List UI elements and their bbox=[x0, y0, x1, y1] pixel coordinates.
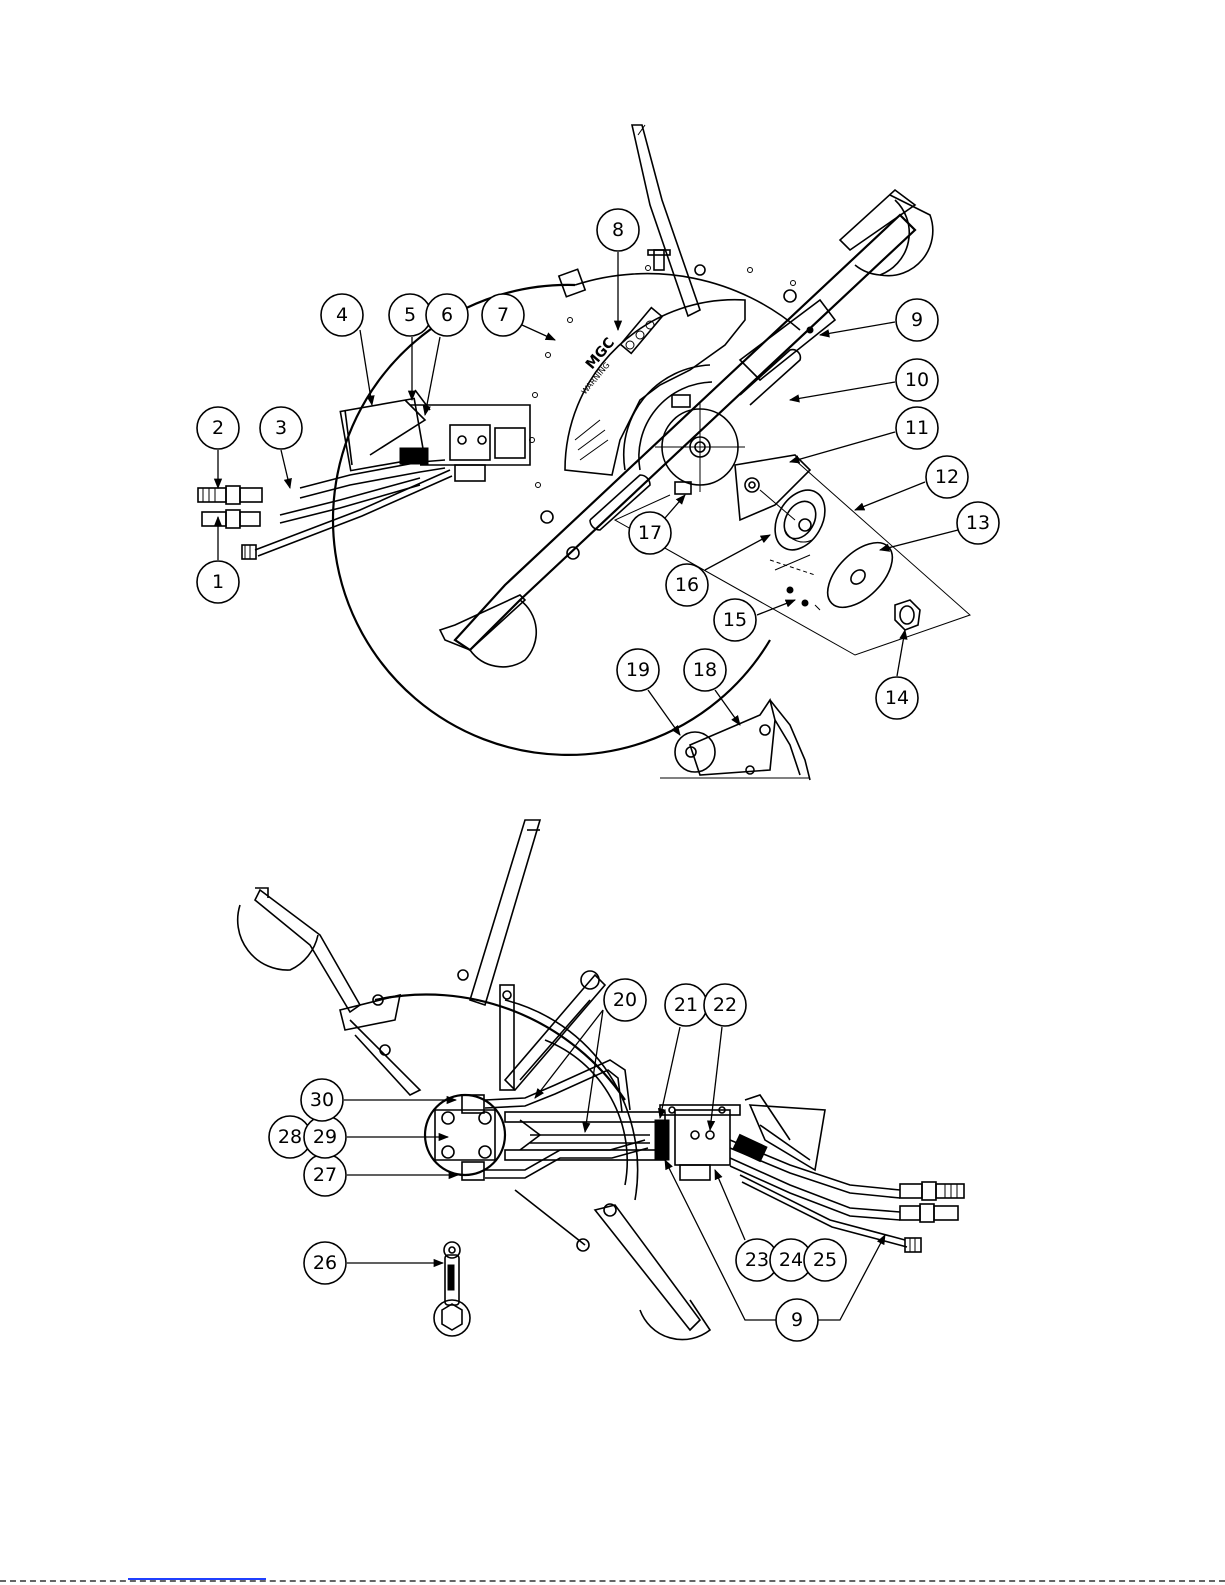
callout-number: 25 bbox=[813, 1249, 837, 1271]
callout-number: 2 bbox=[212, 417, 224, 439]
leader-line bbox=[897, 630, 905, 676]
leader-line bbox=[715, 1170, 745, 1240]
leader-line bbox=[705, 535, 770, 570]
callout-number: 4 bbox=[336, 304, 348, 326]
leader-line bbox=[880, 530, 958, 550]
callout-19: 19 bbox=[617, 649, 680, 735]
quick-couplers-lower bbox=[900, 1182, 964, 1252]
callout-4: 4 bbox=[321, 294, 372, 405]
callout-number: 5 bbox=[404, 304, 416, 326]
callout-number: 13 bbox=[966, 512, 990, 534]
callout-9: 9 bbox=[776, 1299, 818, 1341]
callout-number: 22 bbox=[713, 994, 737, 1016]
callout-14: 14 bbox=[876, 630, 918, 719]
callout-number: 26 bbox=[313, 1252, 337, 1274]
callout-number: 24 bbox=[779, 1249, 803, 1271]
callout-23: 23 bbox=[715, 1170, 778, 1281]
detail-wheel-bracket bbox=[660, 700, 810, 780]
callout-12: 12 bbox=[855, 456, 968, 510]
callout-11: 11 bbox=[790, 407, 938, 462]
callout-2: 2 bbox=[197, 407, 239, 488]
leader-line bbox=[790, 432, 895, 462]
callout-number: 10 bbox=[905, 369, 929, 391]
callout-9: 9 bbox=[820, 299, 938, 341]
callout-number: 11 bbox=[905, 417, 929, 439]
callout-number: 15 bbox=[723, 609, 747, 631]
leader-line bbox=[360, 330, 372, 405]
callout-6: 6 bbox=[425, 294, 468, 415]
quick-couplers-upper bbox=[198, 486, 262, 559]
callout-number: 18 bbox=[693, 659, 717, 681]
callout-number: 20 bbox=[613, 989, 637, 1011]
callout-number: 3 bbox=[275, 417, 287, 439]
callout-10: 10 bbox=[790, 359, 938, 401]
callout-26: 26 bbox=[304, 1242, 443, 1284]
callout-number: 16 bbox=[675, 574, 699, 596]
callout-13: 13 bbox=[880, 502, 999, 550]
callout-number: 30 bbox=[310, 1089, 334, 1111]
leader-line bbox=[665, 495, 685, 518]
leader-line bbox=[855, 482, 925, 510]
callout-number: 8 bbox=[612, 219, 624, 241]
callout-15: 15 bbox=[714, 599, 795, 641]
callout-17: 17 bbox=[629, 495, 685, 554]
callout-1: 1 bbox=[197, 517, 239, 603]
callout-number: 23 bbox=[745, 1249, 769, 1271]
callout-number: 1 bbox=[212, 571, 224, 593]
callout-number: 9 bbox=[791, 1309, 803, 1331]
upper-saw-assembly: MGC WARNING bbox=[198, 125, 970, 780]
footer-link-underline bbox=[128, 1578, 266, 1580]
callout-number: 12 bbox=[935, 466, 959, 488]
callout-21: 21 bbox=[660, 984, 707, 1118]
callout-number: 19 bbox=[626, 659, 650, 681]
callout-number: 9 bbox=[911, 309, 923, 331]
callout-25: 25 bbox=[804, 1239, 846, 1281]
callout-16: 16 bbox=[666, 535, 770, 606]
leader-line bbox=[790, 382, 895, 400]
leader-line bbox=[715, 690, 740, 725]
blade-wrench bbox=[434, 1242, 470, 1336]
callout-number: 29 bbox=[313, 1126, 337, 1148]
callout-number: 17 bbox=[638, 522, 662, 544]
callout-18: 18 bbox=[684, 649, 740, 725]
callout-8: 8 bbox=[597, 209, 639, 330]
callout-number: 6 bbox=[441, 304, 453, 326]
leader-line bbox=[648, 690, 680, 735]
callout-30: 30 bbox=[301, 1079, 456, 1121]
leader-line bbox=[522, 325, 555, 340]
callout-number: 21 bbox=[674, 994, 698, 1016]
callout-number: 28 bbox=[278, 1126, 302, 1148]
callout-7: 7 bbox=[482, 294, 555, 340]
page-footer-rule bbox=[0, 1580, 1225, 1582]
callout-number: 14 bbox=[885, 687, 909, 709]
callout-number: 7 bbox=[497, 304, 509, 326]
leader-line bbox=[281, 450, 290, 488]
leader-line bbox=[757, 600, 795, 615]
callout-3: 3 bbox=[260, 407, 302, 488]
callout-number: 27 bbox=[313, 1164, 337, 1186]
leader-line bbox=[425, 337, 440, 415]
